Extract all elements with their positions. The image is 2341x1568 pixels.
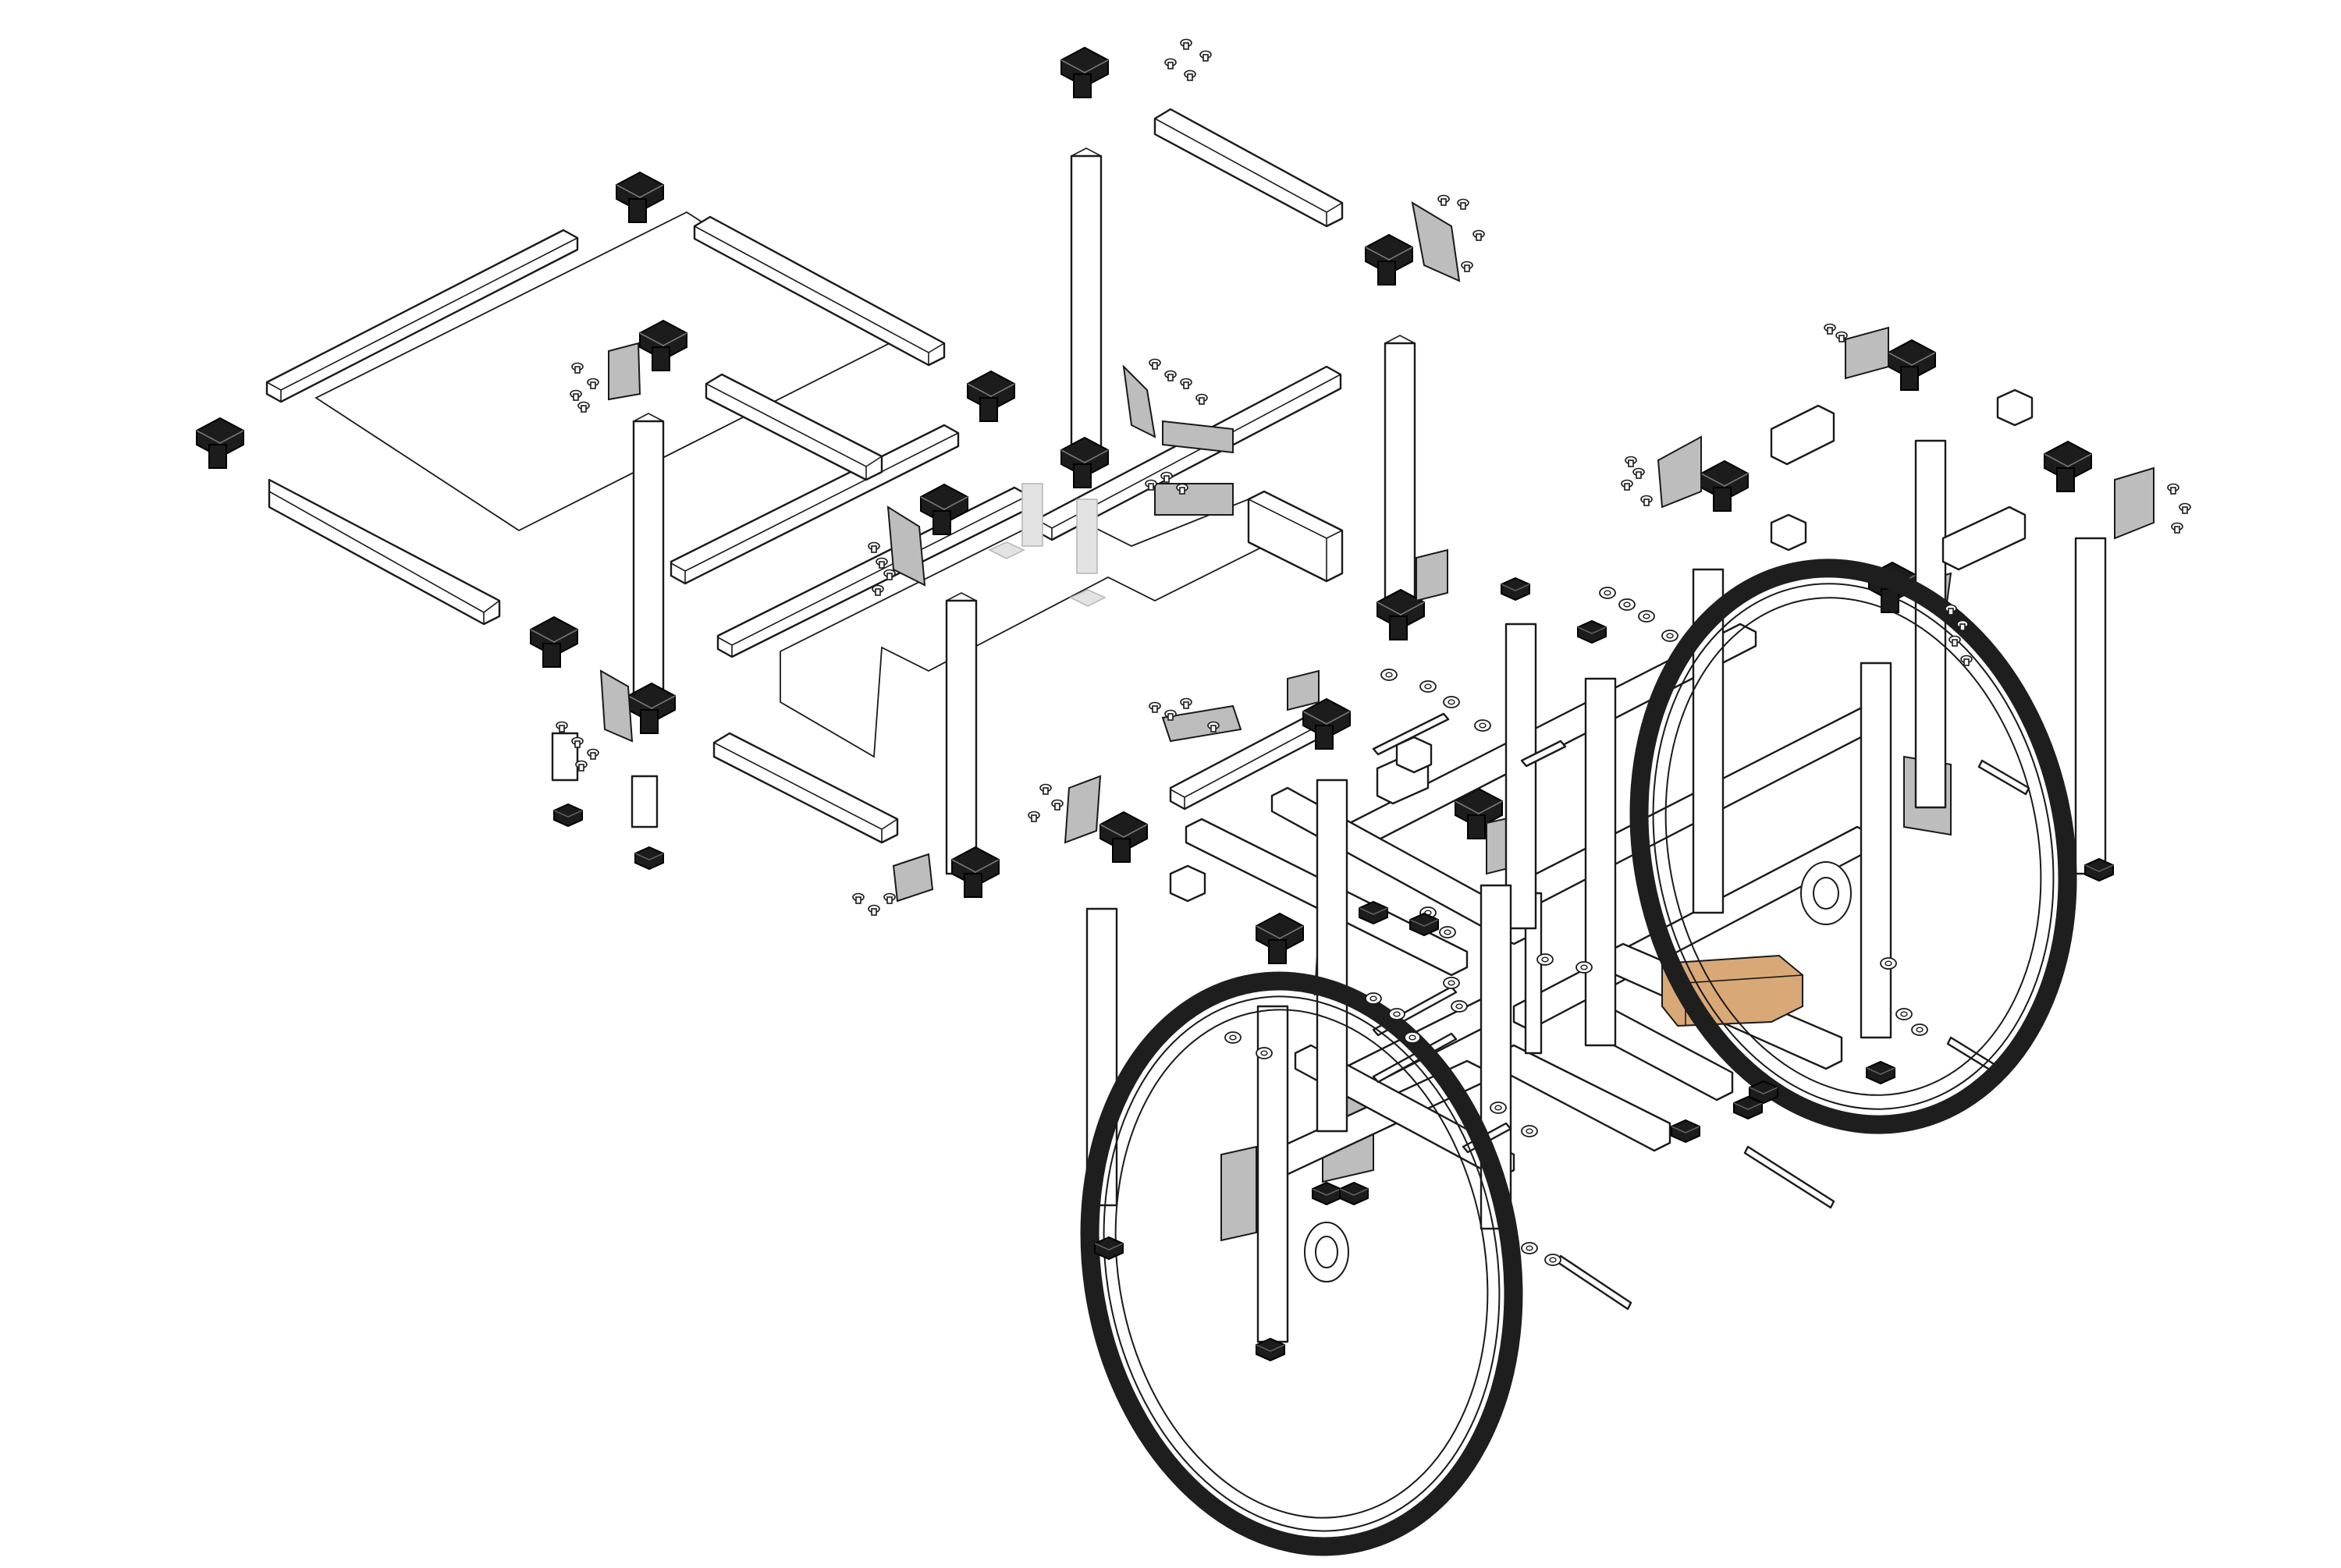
end-cap-1 [634,846,664,870]
washer-6 [1638,610,1655,623]
washer-10 [1443,977,1460,989]
bolt-10 [570,389,582,401]
small-cubes [1169,388,2034,903]
end-cap-6 [1866,1061,1895,1084]
bolt-37 [1632,467,1645,479]
bolt-31 [852,892,865,904]
bolt-1 [1199,50,1212,62]
bolt-14 [1180,378,1192,389]
washer-14 [1490,1102,1507,1114]
washer-2 [1443,696,1460,708]
bolt-2 [1164,58,1177,69]
bolt-3 [1184,69,1196,81]
washer-16 [1365,992,1382,1005]
post-right-upper [1384,335,1416,618]
washer-25 [1544,1254,1561,1266]
tube-center-short [1247,490,1344,583]
post-center-1 [1070,147,1103,450]
washer-4 [1599,587,1616,599]
tube-top-right [693,215,946,367]
bolt-34 [1824,323,1836,335]
washer-17 [1388,1008,1405,1020]
top-panel [314,211,891,532]
washer-9 [1439,926,1456,938]
washer-23 [1256,1047,1273,1059]
washer-18 [1404,1031,1421,1044]
end-cap-3 [1577,620,1607,644]
rear-wheel [1629,559,2077,1134]
bolt-27 [1149,701,1161,713]
bolt-16 [868,541,880,553]
washer-5 [1618,598,1636,611]
bolt-15 [1195,393,1208,405]
bolt-29 [1180,697,1192,709]
bolt-8 [571,362,584,374]
washer-7 [1661,630,1678,642]
washer-12 [1536,953,1554,966]
bolt-11 [577,401,590,413]
bolt-26 [1028,811,1040,822]
washer-11 [1451,1000,1468,1013]
bolt-0 [1180,38,1192,50]
tube-top-back [265,229,579,403]
right-frame [1085,404,2107,1343]
end-cap-9 [1312,1182,1341,1205]
bolt-7 [1461,261,1473,272]
tube-left-front [268,478,501,626]
tube-mid-diag-2 [716,486,1030,658]
washer-24 [1521,1242,1538,1254]
bolt-39 [1640,495,1653,506]
bolt-25 [1051,799,1064,811]
bolt-12 [1149,358,1161,370]
bolt-45 [1948,635,1961,647]
middle-panel [780,498,1297,758]
washer-20 [1911,1023,1928,1036]
bolt-6 [1472,229,1485,241]
bolt-36 [1625,456,1637,467]
end-cap-2 [1501,577,1530,601]
end-cap-8 [1671,1119,1700,1143]
tube-mid-back [705,373,883,481]
washer-3 [1474,719,1491,732]
tube-top-far [1153,108,1344,228]
bolt-22 [587,748,599,760]
bolt-32 [868,904,880,916]
post-center-2 [945,592,978,875]
bolt-42 [2171,522,2183,534]
ghost-parts [988,483,1107,607]
bolt-9 [587,378,599,389]
bolt-38 [1621,479,1633,491]
bolt-40 [2167,483,2179,495]
tube-lower-left [712,732,899,844]
bolt-5 [1457,198,1469,210]
washer-22 [1224,1031,1242,1044]
washer-1 [1419,680,1437,693]
end-cap-0 [553,804,583,827]
washer-15 [1521,1125,1538,1137]
bolt-20 [556,721,568,733]
end-cap-13 [1339,1182,1369,1205]
washer-0 [1380,669,1398,681]
front-wheel [1080,971,1523,1556]
bolt-13 [1164,370,1177,381]
bolt-4 [1437,194,1450,206]
post-left-1 [632,413,665,708]
washer-13 [1575,961,1593,974]
bolt-33 [883,892,896,904]
bolt-19 [872,584,884,596]
bolt-24 [1039,783,1052,795]
short-post-left [551,732,659,828]
bolt-41 [2179,502,2191,514]
washer-19 [1895,1008,1913,1020]
washer-21 [1880,957,1897,970]
